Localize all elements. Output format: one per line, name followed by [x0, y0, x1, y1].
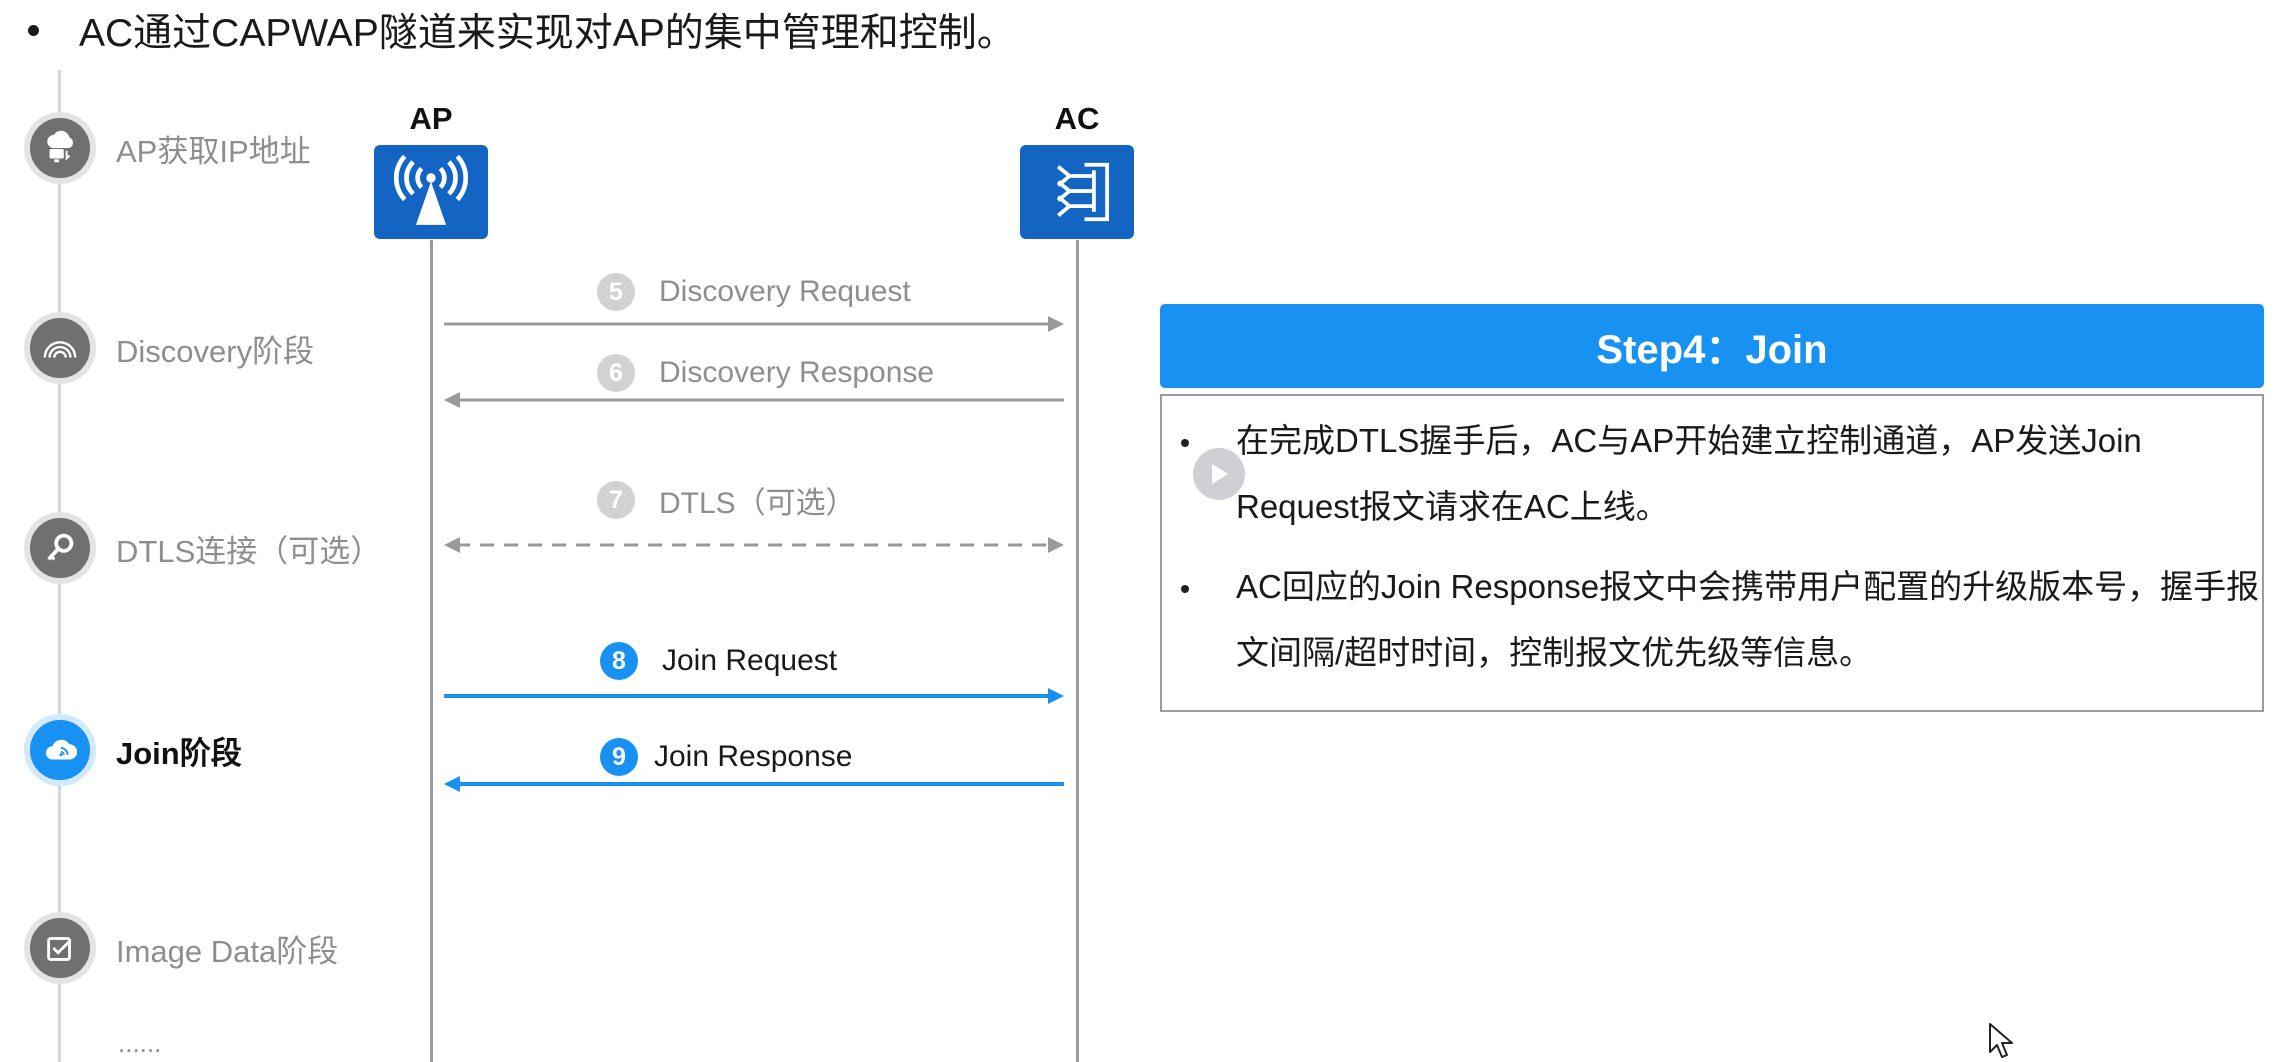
play-icon — [1212, 464, 1228, 484]
message-join-request: 8 Join Request — [600, 642, 837, 680]
step-number-badge: 5 — [597, 273, 635, 311]
ac-label: AC — [1054, 101, 1100, 136]
cloud-computer-icon — [24, 112, 96, 184]
message-discovery-request: 5 Discovery Request — [597, 273, 911, 311]
stage-join[interactable]: Join阶段 — [24, 714, 242, 786]
bullet-dot — [1181, 439, 1189, 447]
step-number-badge: 7 — [597, 481, 635, 519]
stage-ap-get-ip[interactable]: AP获取IP地址 — [24, 112, 311, 184]
ap-label: AP — [409, 101, 453, 136]
message-label: DTLS（可选） — [659, 487, 856, 520]
bullet-dot — [28, 24, 39, 36]
stage-label: Join阶段 — [116, 735, 242, 771]
message-label: Discovery Request — [659, 275, 911, 308]
headline: AC通过CAPWAP隧道来实现对AP的集中管理和控制。 — [28, 2, 1016, 58]
access-controller-icon — [1020, 145, 1134, 239]
wireless-ap-icon — [374, 145, 488, 239]
message-join-response: 9 Join Response — [600, 738, 852, 776]
message-label: Join Response — [654, 740, 853, 773]
description-text: 在完成DTLS握手后，AC与AP开始建立控制通道，AP发送Join Reques… — [1236, 422, 2142, 525]
step-description-box: 在完成DTLS握手后，AC与AP开始建立控制通道，AP发送Join Reques… — [1160, 394, 2264, 712]
stage-label: DTLS连接（可选） — [116, 533, 382, 569]
arrow-join-response — [444, 776, 1064, 792]
stage-discovery[interactable]: Discovery阶段 — [24, 312, 314, 384]
description-text: AC回应的Join Response报文中会携带用户配置的升级版本号，握手报文间… — [1236, 568, 2260, 671]
ac-lifeline — [1076, 240, 1079, 1062]
cloud-wifi-icon — [24, 714, 96, 786]
arrow-dtls — [444, 537, 1064, 553]
checkbox-icon — [24, 912, 96, 984]
arrow-discovery-response — [444, 392, 1064, 408]
rainbow-icon — [24, 312, 96, 384]
arrow-discovery-request — [444, 316, 1064, 332]
stage-label: AP获取IP地址 — [116, 133, 311, 169]
stage-image-data[interactable]: Image Data阶段 — [24, 912, 338, 984]
message-discovery-response: 6 Discovery Response — [597, 354, 934, 392]
ap-lifeline — [430, 240, 433, 1062]
step-title: Step4：Join — [1596, 328, 1828, 372]
mouse-cursor-icon — [1989, 1023, 2013, 1058]
bullet-dot — [1181, 585, 1189, 593]
message-label: Discovery Response — [659, 356, 935, 389]
step-title-banner: Step4：Join — [1160, 304, 2264, 388]
stage-label: Discovery阶段 — [116, 333, 315, 369]
stages-more: ...... — [118, 1028, 162, 1058]
step-number-badge: 6 — [597, 354, 635, 392]
arrow-join-request — [444, 688, 1064, 704]
step-number-badge: 8 — [600, 642, 638, 680]
message-label: Join Request — [662, 644, 838, 677]
step-number-badge: 9 — [600, 738, 638, 776]
play-button[interactable] — [1193, 448, 1245, 500]
headline-text: AC通过CAPWAP隧道来实现对AP的集中管理和控制。 — [79, 12, 1016, 55]
stage-dtls[interactable]: DTLS连接（可选） — [24, 512, 381, 584]
stage-label: Image Data阶段 — [116, 933, 339, 969]
key-icon — [24, 512, 96, 584]
message-dtls: 7 DTLS（可选） — [597, 478, 856, 522]
